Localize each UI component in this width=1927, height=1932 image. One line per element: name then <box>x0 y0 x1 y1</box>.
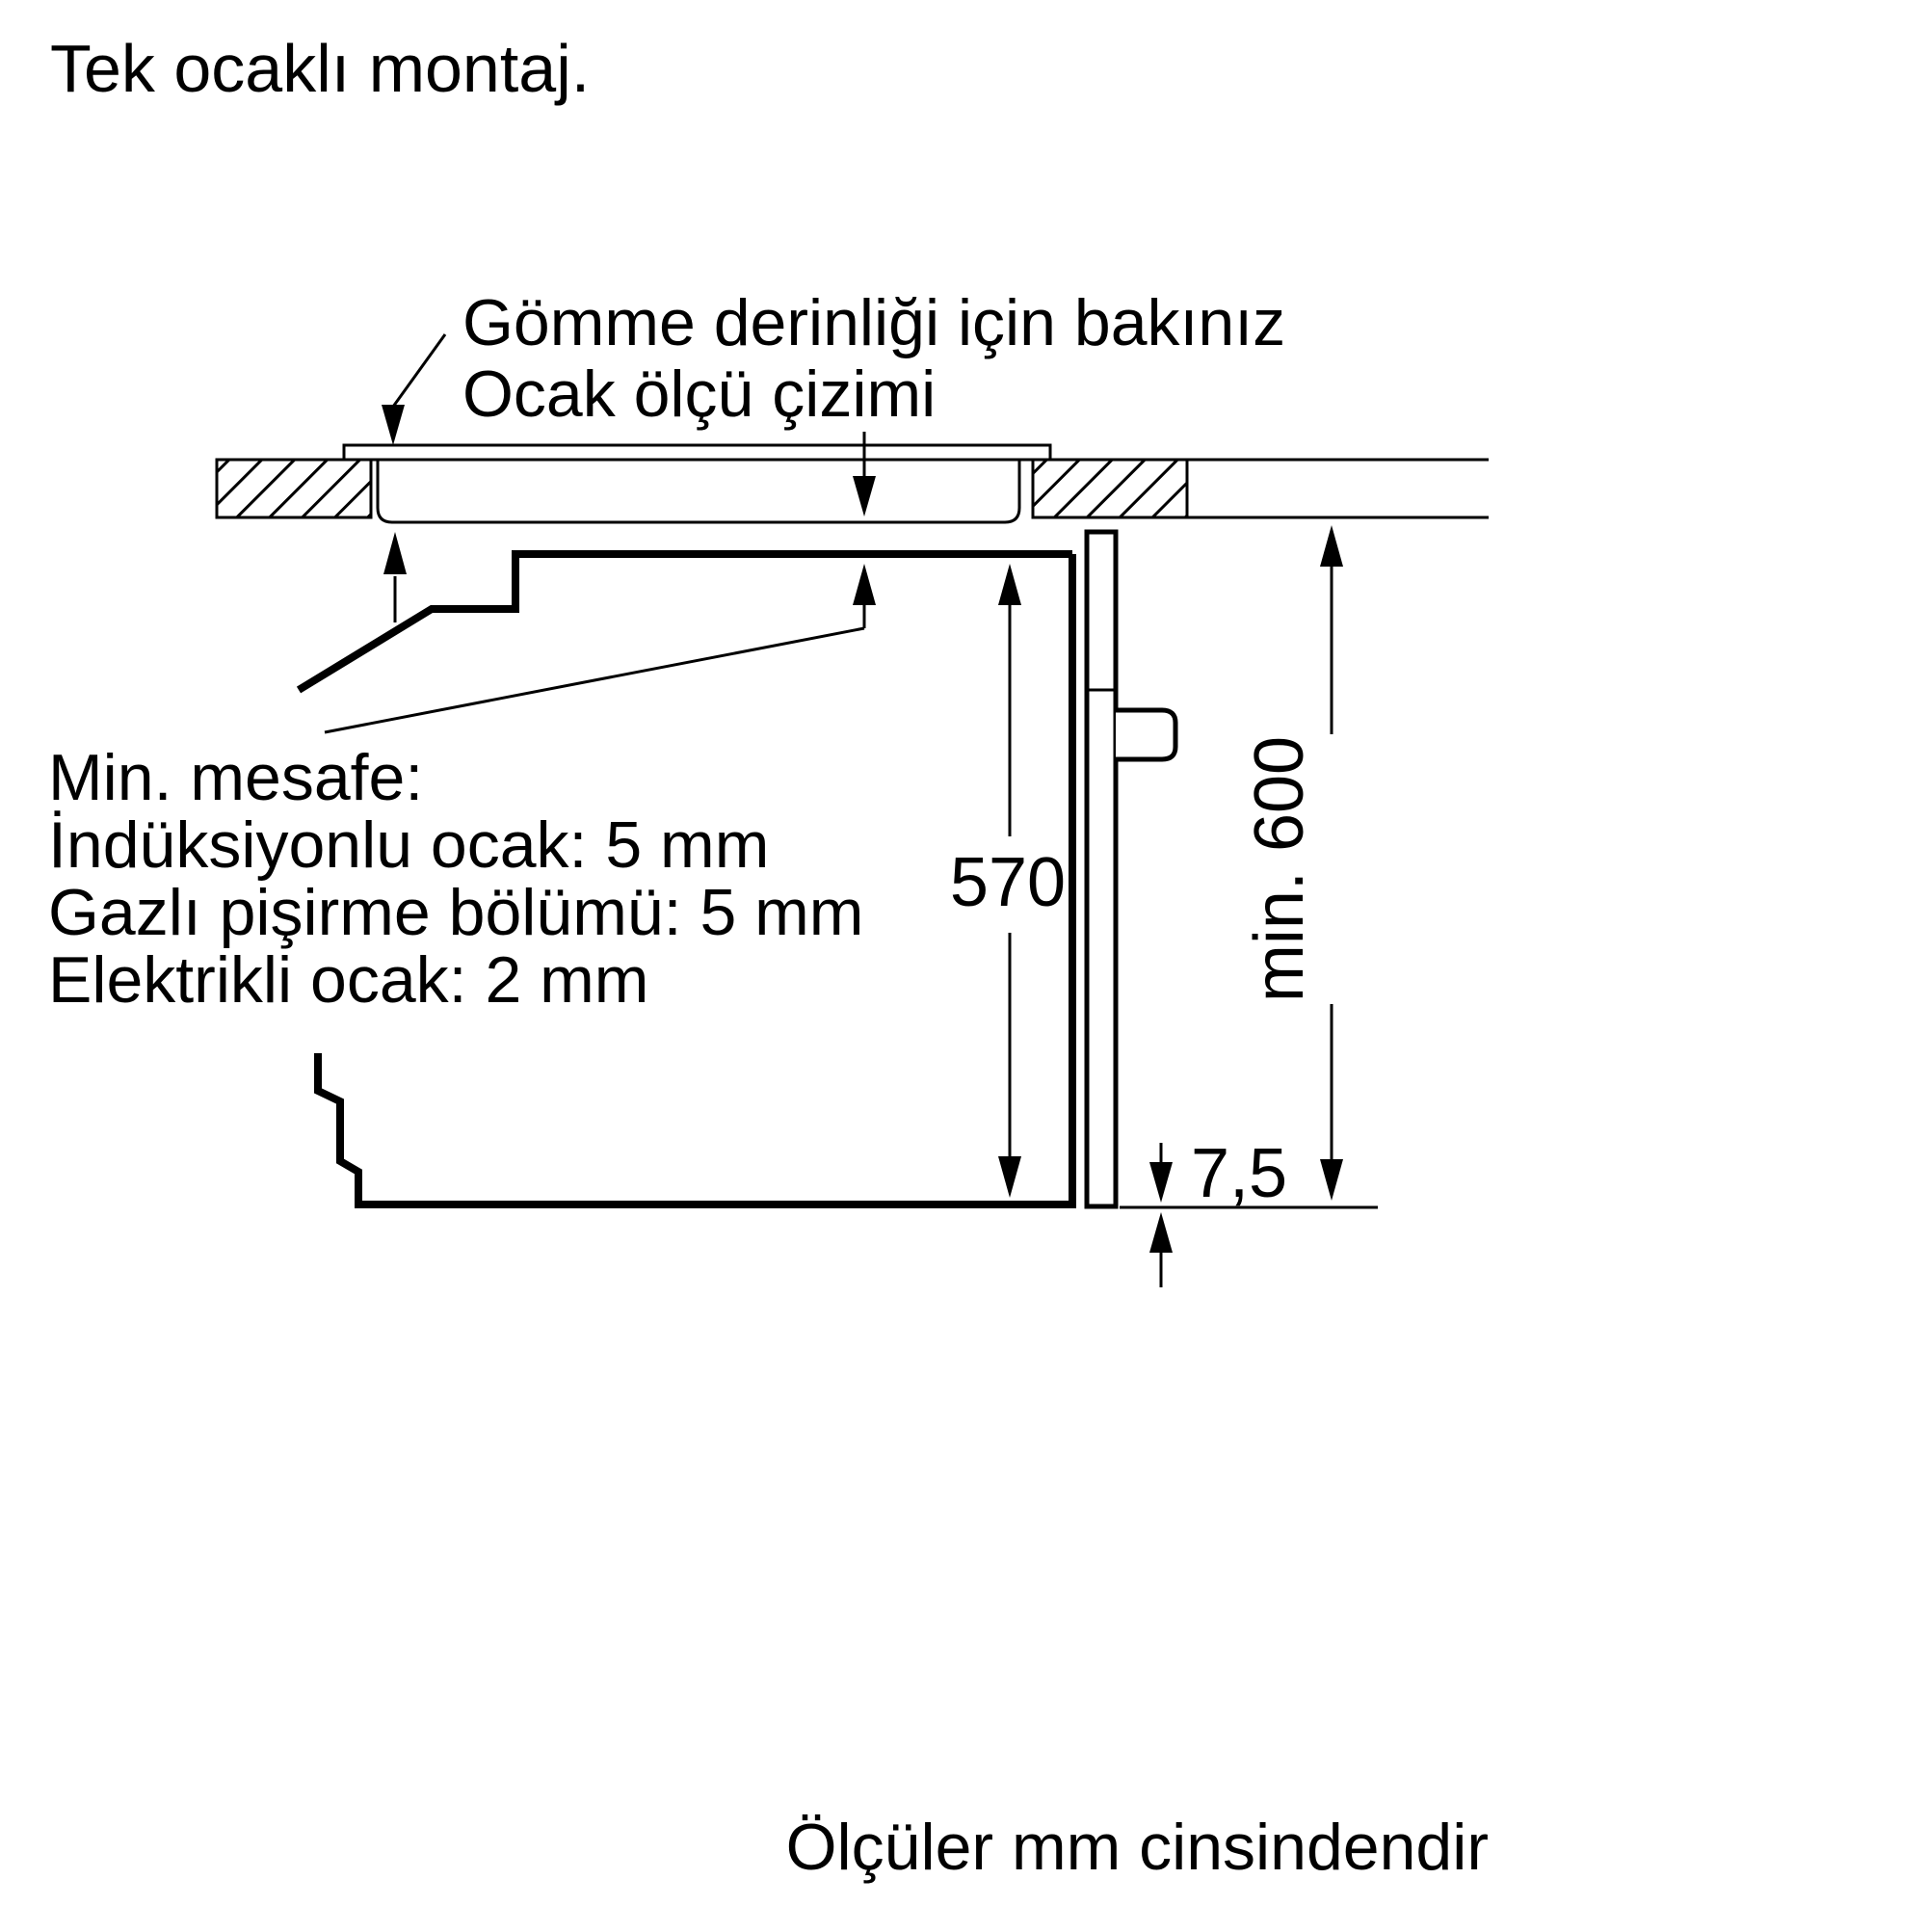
note-line-1: Min. mesafe: <box>48 741 423 814</box>
dimension-7-5: 7,5 <box>1120 1135 1378 1287</box>
footer-note: Ölçüler mm cinsindendir <box>786 1811 1489 1884</box>
oven-body-edge <box>314 554 1076 1208</box>
cooktop <box>342 443 1052 524</box>
oven-outline <box>296 550 1076 1208</box>
arrow-up-icon <box>383 532 407 574</box>
arrow-down-icon <box>853 476 876 516</box>
dim-75-label: 7,5 <box>1191 1135 1287 1212</box>
callout-text: Gömme derinliği için bakınız Ocak ölçü ç… <box>462 286 1285 431</box>
cooktop-body <box>376 460 1021 524</box>
callout-line-1: Gömme derinliği için bakınız <box>462 286 1285 359</box>
oven-control-knob <box>1116 707 1178 762</box>
arrow-down-icon <box>1149 1162 1173 1203</box>
oven-door-panel <box>1084 529 1119 1209</box>
min-distance-leader-line <box>324 626 865 734</box>
arrow-up-icon <box>853 564 876 605</box>
countertop <box>215 458 1489 519</box>
arrow-up-icon <box>998 564 1021 605</box>
page-title: Tek ocaklı montaj. <box>50 31 590 106</box>
note-line-2: İndüksiyonlu ocak: 5 mm <box>48 808 769 882</box>
arrow-down-icon <box>382 405 405 445</box>
arrow-down-icon <box>998 1156 1021 1198</box>
callout-leader <box>382 333 876 516</box>
callout-line-2: Ocak ölçü çizimi <box>462 357 936 431</box>
arrow-up-icon <box>1149 1212 1173 1253</box>
dim-600-label: min. 600 <box>1241 736 1318 1002</box>
dimension-min-600: min. 600 <box>1241 525 1343 1201</box>
note-line-4: Elektrikli ocak: 2 mm <box>48 943 648 1017</box>
oven-door <box>1084 529 1178 1209</box>
note-line-3: Gazlı pişirme bölümü: 5 mm <box>48 876 863 949</box>
countertop-right-section <box>1031 458 1189 519</box>
dimension-570: 570 <box>950 564 1066 1198</box>
arrow-up-icon <box>1320 525 1343 567</box>
dim-570-label: 570 <box>950 844 1066 921</box>
arrow-down-icon <box>1320 1159 1343 1201</box>
cooktop-glass-top <box>342 443 1052 462</box>
countertop-left-section <box>215 458 373 519</box>
callout-leader-line <box>391 333 447 408</box>
min-gap-arrows <box>324 532 876 734</box>
min-distance-note: Min. mesafe: İndüksiyonlu ocak: 5 mm Gaz… <box>48 741 863 1017</box>
oven-top-edge <box>296 550 1072 694</box>
